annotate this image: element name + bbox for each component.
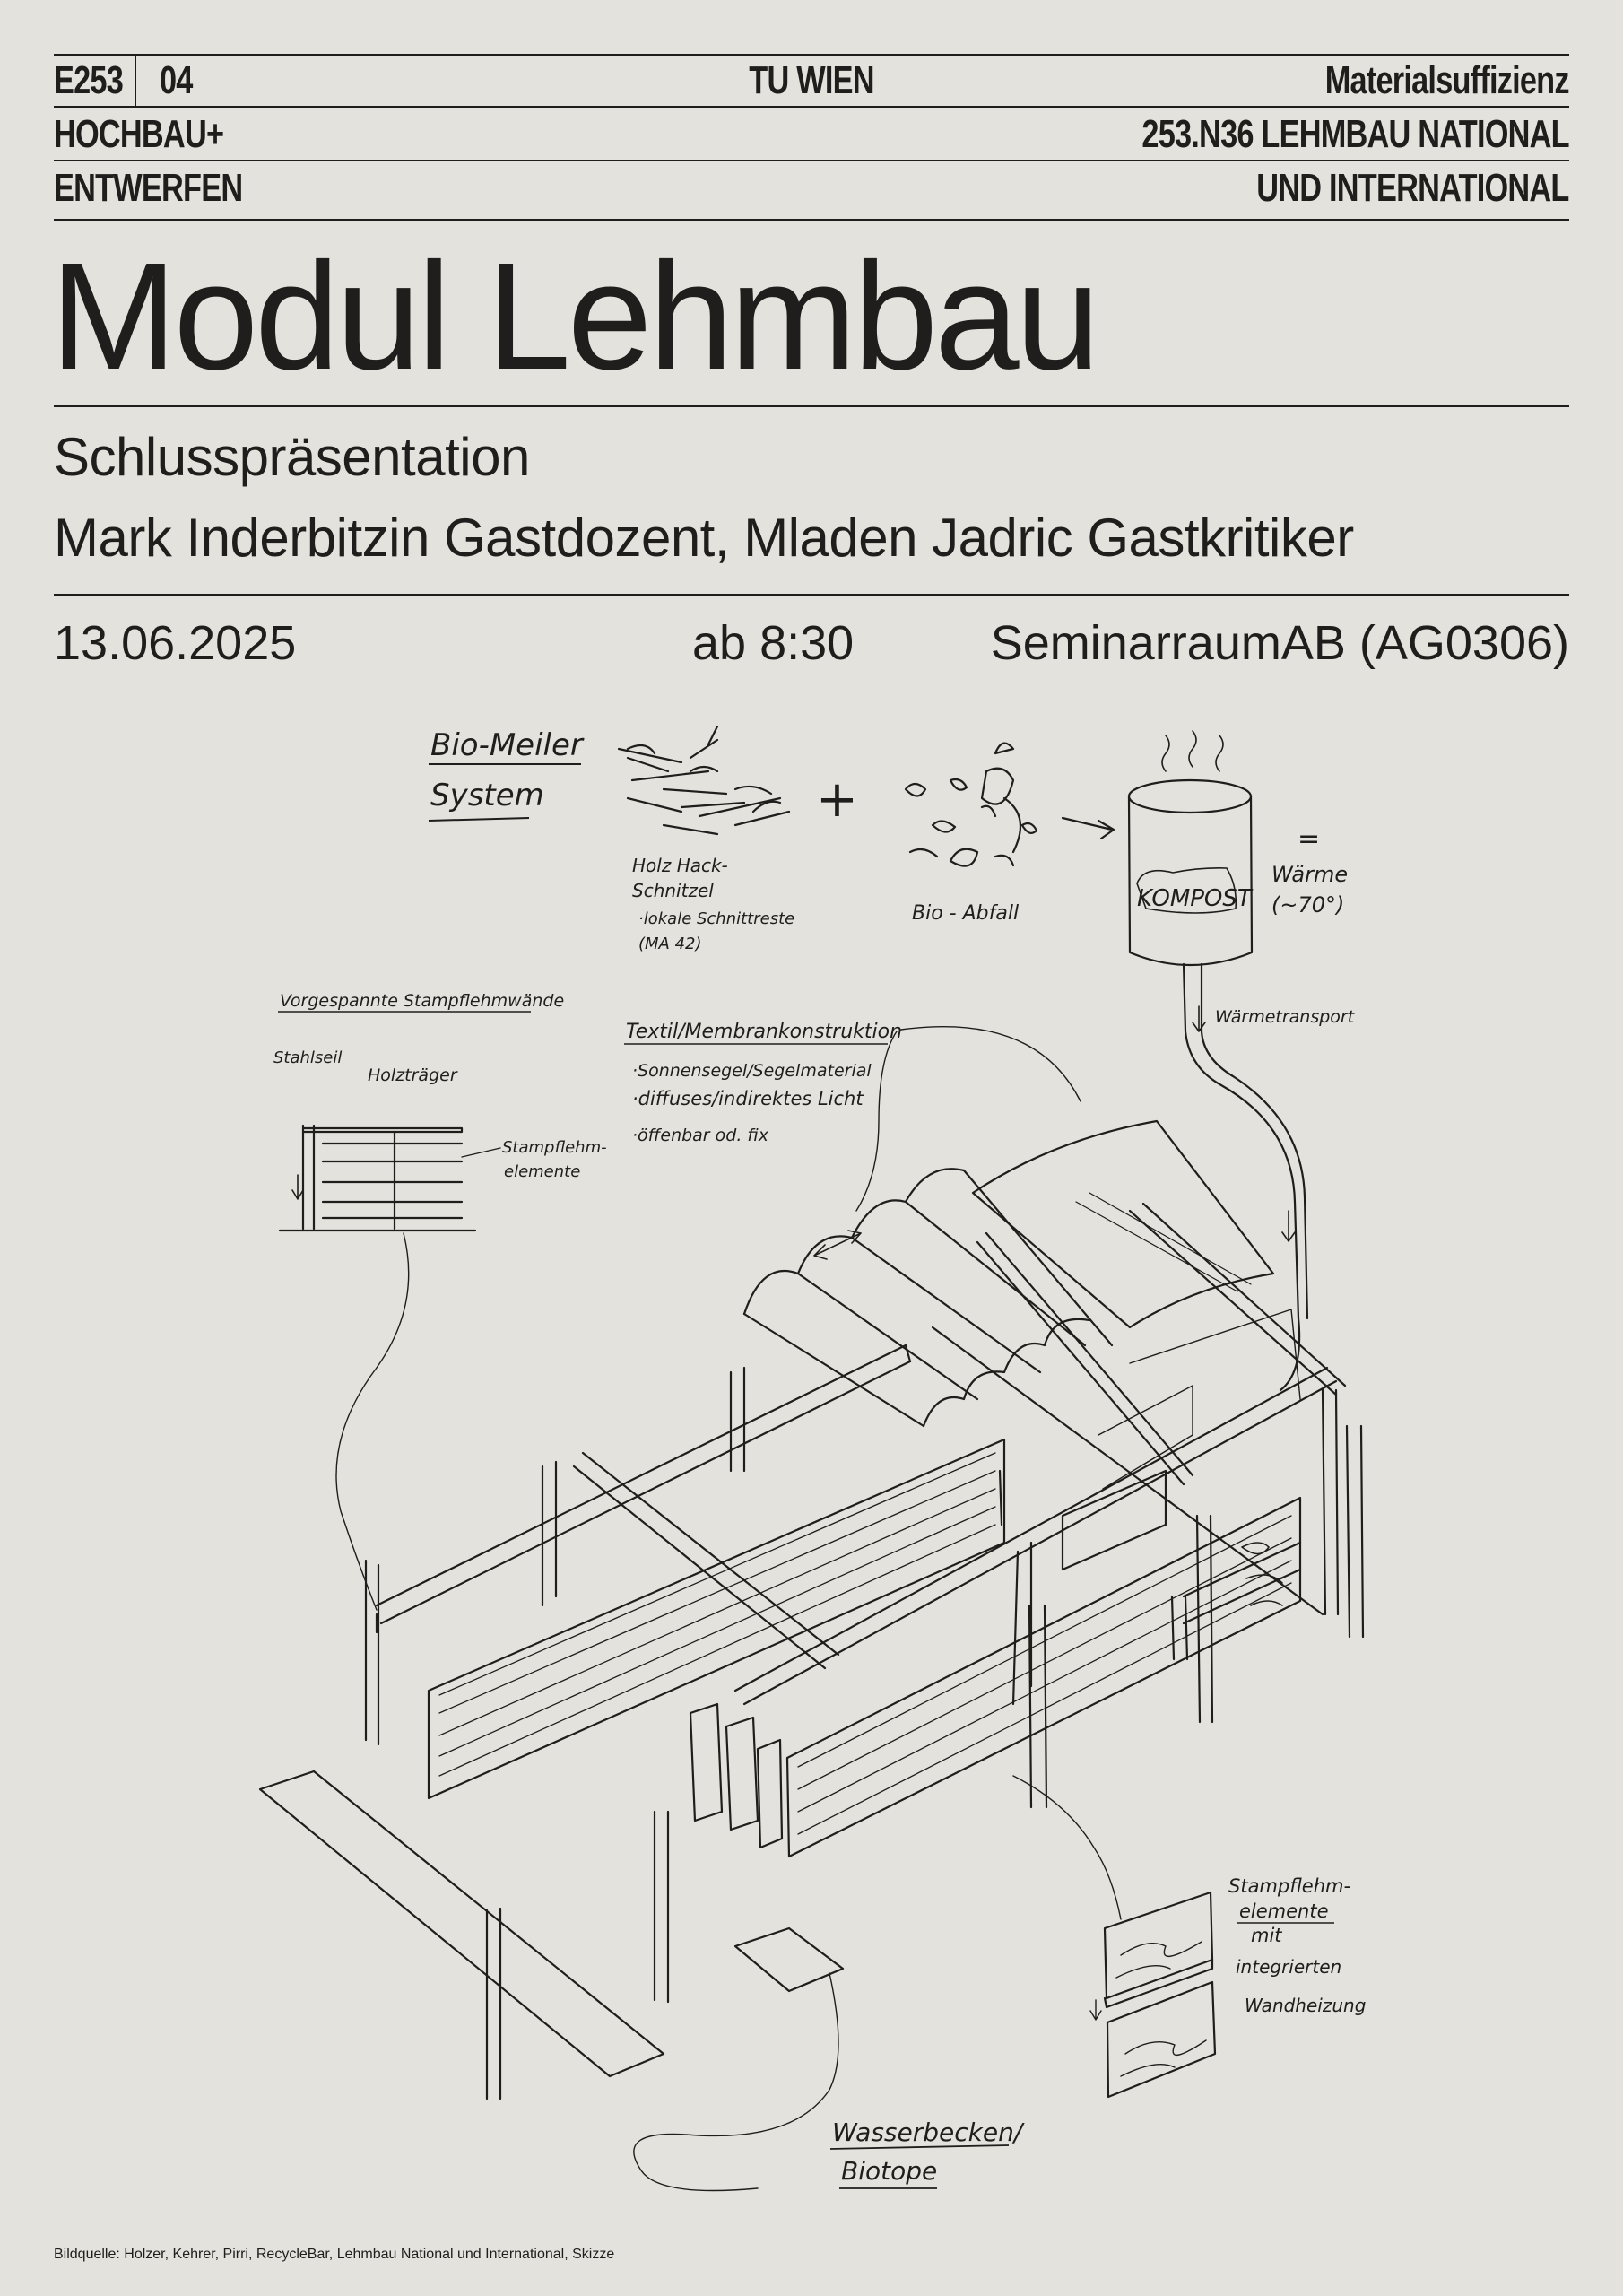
institute-line-2: ENTWERFEN <box>54 166 243 210</box>
structure-beams <box>375 1202 1347 1706</box>
event-time: ab 8:30 <box>692 616 855 670</box>
compost-bin-icon <box>1127 730 1254 967</box>
label-heat-1: Wärme <box>1271 862 1348 887</box>
label-wood-3: ·lokale Schnittreste <box>638 909 794 928</box>
header-rule-3 <box>54 160 1569 161</box>
label-system: System <box>430 778 544 813</box>
label-wood-2: Schnitzel <box>632 880 714 901</box>
label-compost: KOMPOST <box>1137 885 1254 912</box>
label-textile-2: ·diffuses/indirektes Licht <box>632 1088 864 1109</box>
structure-posts <box>364 1366 1365 2100</box>
university-name: TU WIEN <box>749 58 874 102</box>
course-code: E253 <box>54 58 124 102</box>
label-heat-2: (~70°) <box>1271 892 1344 918</box>
label-heat-eq: = <box>1298 823 1320 855</box>
course-number: 04 <box>160 58 193 102</box>
course-line-1: 253.N36 LEHMBAU NATIONAL <box>1141 112 1570 156</box>
label-plus: + <box>816 770 858 829</box>
label-steel-cable: Stahlseil <box>273 1048 342 1067</box>
heat-pipe <box>1182 962 1309 1392</box>
label-wood-beam: Holzträger <box>368 1065 458 1085</box>
title-rule <box>54 405 1569 407</box>
label-wood-1: Holz Hack- <box>632 855 728 876</box>
label-elements-2: elemente <box>1239 1900 1329 1922</box>
label-bio-meiler: Bio-Meiler <box>430 727 585 763</box>
header-divider <box>135 54 136 106</box>
image-credits: Bildquelle: Holzer, Kehrer, Pirri, Recyc… <box>54 2247 615 2262</box>
bio-waste-icon <box>904 742 1038 867</box>
label-bio-waste: Bio - Abfall <box>912 902 1019 925</box>
wood-chips-icon <box>617 725 791 836</box>
prestressed-wall-detail <box>278 1124 501 1232</box>
label-elements-3: mit <box>1251 1925 1282 1946</box>
label-water-2: Biotope <box>841 2156 937 2186</box>
label-elements-4: integrierten <box>1236 1956 1341 1978</box>
leader-line-wall <box>335 1232 410 1611</box>
label-water-1: Wasserbecken/ <box>832 2118 1025 2147</box>
subtitle: Schlusspräsentation <box>54 427 530 487</box>
label-rammed-2: elemente <box>504 1162 580 1181</box>
heating-elements-detail <box>1012 1775 1217 2099</box>
label-elements-1: Stampflehm- <box>1228 1875 1350 1897</box>
people: Mark Inderbitzin Gastdozent, Mladen Jadr… <box>54 508 1354 568</box>
header-rule-2 <box>54 106 1569 108</box>
label-rammed-1: Stampflehm- <box>502 1138 607 1157</box>
header-rule-bottom <box>54 219 1569 221</box>
arrow-to-compost <box>1061 816 1115 840</box>
page-title: Modul Lehmbau <box>50 231 1100 402</box>
topic: Materialsuffizienz <box>1324 58 1570 102</box>
institute-line-1: HOCHBAU+ <box>54 112 224 156</box>
rammed-earth-walls <box>427 1309 1302 1858</box>
label-prestressed: Vorgespannte Stampflehmwände <box>280 991 564 1011</box>
event-room: SeminarraumAB (AG0306) <box>990 616 1569 670</box>
subtitle-rule <box>54 594 1569 596</box>
label-wood-4: (MA 42) <box>638 935 702 953</box>
label-textile-title: Textil/Membrankonstruktion <box>626 1021 902 1043</box>
label-elements-5: Wandheizung <box>1245 1995 1366 2016</box>
label-textile-1: ·Sonnensegel/Segelmaterial <box>632 1061 872 1081</box>
textile-membrane <box>742 1119 1275 1428</box>
label-textile-3: ·öffenbar od. fix <box>632 1126 769 1145</box>
water-basin <box>258 1770 845 2192</box>
label-heat-transport: Wärmetransport <box>1215 1007 1356 1027</box>
header-rule-top <box>54 54 1569 56</box>
event-date: 13.06.2025 <box>54 616 297 670</box>
course-line-2: UND INTERNATIONAL <box>1256 166 1570 210</box>
